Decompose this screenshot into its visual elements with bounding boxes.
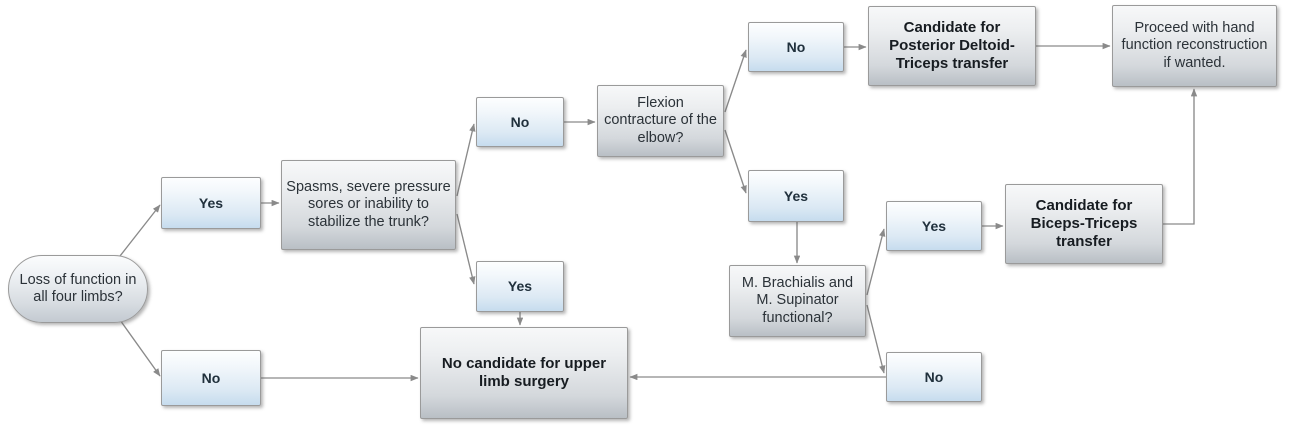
node-no-1-label: No	[201, 369, 221, 386]
edge-start-to-yes1	[119, 204, 161, 257]
edge-biceps-to-proceed	[1163, 88, 1198, 225]
edge-start-to-no1	[119, 319, 161, 377]
node-yes-3-label: Yes	[783, 187, 809, 204]
edge-brachialis-to-yes4	[866, 228, 886, 296]
node-yes-1-label: Yes	[198, 194, 224, 211]
node-no-1[interactable]: No	[161, 350, 261, 406]
edge-spasms-to-yes2	[456, 213, 476, 285]
node-no-2-label: No	[510, 113, 530, 130]
node-biceps-triceps-transfer[interactable]: Candidate for Biceps-Triceps transfer	[1005, 184, 1163, 264]
node-deltoid-triceps-transfer-label: Candidate for Posterior Deltoid-Triceps …	[889, 19, 1015, 72]
node-no-4[interactable]: No	[886, 352, 982, 402]
edge-flexion-to-no3	[724, 49, 747, 113]
node-no-4-label: No	[924, 368, 944, 385]
node-spasms-question-label: Spasms, severe pressure sores or inabili…	[286, 179, 451, 230]
node-flexion-question-label: Flexion contracture of the elbow?	[604, 95, 717, 146]
node-spasms-question[interactable]: Spasms, severe pressure sores or inabili…	[281, 160, 456, 250]
node-no-3[interactable]: No	[748, 22, 844, 72]
node-proceed-hand-reconstruction[interactable]: Proceed with hand function reconstructio…	[1112, 5, 1277, 87]
node-start-label: Loss of function in all four limbs?	[19, 271, 137, 305]
node-start[interactable]: Loss of function in all four limbs?	[8, 255, 148, 323]
node-deltoid-triceps-transfer[interactable]: Candidate for Posterior Deltoid-Triceps …	[868, 6, 1036, 86]
node-no-candidate-upper-limb-surgery-label: No candidate for upper limb surgery	[441, 355, 607, 390]
node-yes-2[interactable]: Yes	[476, 261, 564, 312]
node-yes-1[interactable]: Yes	[161, 177, 261, 229]
node-proceed-hand-reconstruction-label: Proceed with hand function reconstructio…	[1121, 20, 1268, 71]
node-no-3-label: No	[786, 38, 806, 55]
edge-spasms-to-no2	[456, 123, 476, 197]
node-yes-4-label: Yes	[921, 217, 947, 234]
edge-brachialis-to-no4	[866, 304, 886, 374]
node-no-2[interactable]: No	[476, 97, 564, 147]
node-yes-4[interactable]: Yes	[886, 201, 982, 251]
node-no-candidate-upper-limb-surgery[interactable]: No candidate for upper limb surgery	[420, 327, 628, 419]
node-brachialis-supinator-question[interactable]: M. Brachialis and M. Supinator functiona…	[729, 265, 866, 337]
node-yes-2-label: Yes	[507, 278, 533, 295]
edge-flexion-to-yes3	[724, 129, 747, 194]
node-yes-3[interactable]: Yes	[748, 170, 844, 222]
node-brachialis-supinator-question-label: M. Brachialis and M. Supinator functiona…	[741, 275, 854, 326]
node-flexion-question[interactable]: Flexion contracture of the elbow?	[597, 85, 724, 157]
node-biceps-triceps-transfer-label: Candidate for Biceps-Triceps transfer	[1030, 197, 1138, 250]
